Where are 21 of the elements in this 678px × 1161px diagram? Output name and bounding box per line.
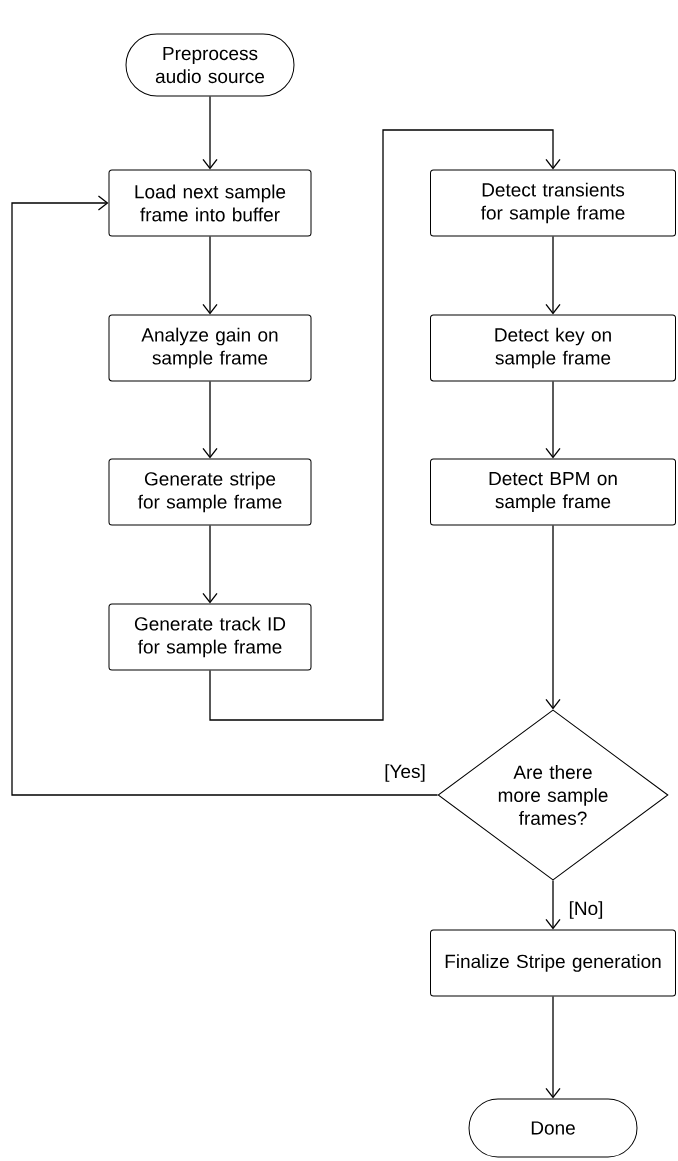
arrow	[202, 380, 218, 459]
arrow	[202, 95, 218, 170]
arrow	[202, 524, 218, 604]
process-box: Detect transients for sample frame	[430, 169, 676, 237]
arrow	[209, 129, 561, 721]
process-box: Analyze gain on sample frame	[108, 314, 312, 382]
process-box: Detect BPM on sample frame	[430, 458, 676, 526]
arrow	[202, 235, 218, 315]
arrow	[545, 995, 561, 1099]
arrow	[545, 235, 561, 315]
process-box: Detect key on sample frame	[430, 314, 676, 382]
arrow	[545, 524, 561, 710]
process-box: Load next sample frame into buffer	[108, 169, 312, 237]
edge-label: [No]	[567, 900, 605, 920]
process-box: Generate stripe for sample frame	[108, 458, 312, 526]
arrow	[545, 380, 561, 459]
arrow	[545, 879, 561, 930]
arrow	[11, 195, 439, 796]
edge-label: [Yes]	[383, 763, 427, 783]
process-box: Finalize Stripe generation	[430, 929, 676, 997]
process-box: Generate track ID for sample frame	[108, 603, 312, 671]
